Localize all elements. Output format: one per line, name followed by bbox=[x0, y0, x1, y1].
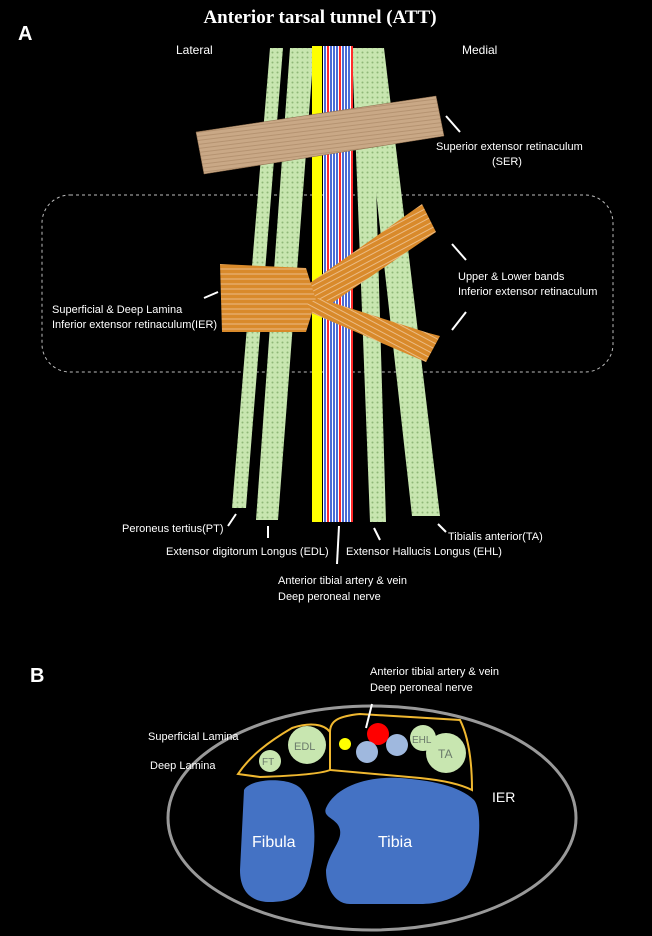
lamina-label-line1: Superficial & Deep Lamina bbox=[52, 304, 183, 316]
bands-label-line1: Upper & Lower bands bbox=[458, 271, 565, 283]
lamina-leader bbox=[203, 291, 219, 299]
pt-leader bbox=[227, 513, 237, 527]
ier-region-box bbox=[41, 194, 614, 373]
ta-circle bbox=[426, 733, 466, 773]
fibula-label: Fibula bbox=[252, 834, 296, 851]
ier-upper-band bbox=[300, 204, 436, 314]
vessels-b-line2: Deep peroneal nerve bbox=[370, 682, 473, 694]
ta-b-label: TA bbox=[438, 747, 452, 761]
deep-lamina-label: Deep Lamina bbox=[150, 760, 216, 772]
vessels-b-leader bbox=[365, 703, 373, 729]
panel-a-letter: A bbox=[18, 23, 32, 45]
vessels-b-line1: Anterior tibial artery & vein bbox=[370, 666, 499, 678]
fibula-bone bbox=[240, 780, 315, 902]
superficial-lamina-label: Superficial Lamina bbox=[148, 731, 239, 743]
ier-compartment-medial bbox=[329, 712, 474, 792]
pt-label: Peroneus tertius(PT) bbox=[122, 523, 223, 535]
tendon-ta bbox=[360, 48, 440, 516]
bands-leader-lower bbox=[451, 311, 467, 331]
tibia-label: Tibia bbox=[378, 834, 412, 851]
ser-label-line2: (SER) bbox=[492, 156, 522, 168]
bands-leader-upper bbox=[451, 243, 467, 261]
vessels-leader bbox=[336, 525, 340, 565]
ft-label: FT bbox=[262, 757, 274, 768]
medial-label: Medial bbox=[462, 43, 497, 57]
edl-b-label: EDL bbox=[294, 741, 315, 753]
ier-label: IER bbox=[492, 789, 515, 805]
lamina-label-line2: Inferior extensor retinaculum(IER) bbox=[52, 319, 217, 331]
ser-label-line1: Superior extensor retinaculum bbox=[436, 141, 583, 153]
panel-b-letter: B bbox=[30, 665, 44, 687]
bands-label-line2: Inferior extensor retinaculum bbox=[458, 286, 597, 298]
ier-lower-band-main bbox=[304, 298, 438, 362]
ehl-b-label: EHL bbox=[412, 735, 432, 746]
diagram-title: Anterior tarsal tunnel (ATT) bbox=[203, 7, 436, 28]
ehl-label: Extensor Hallucis Longus (EHL) bbox=[346, 546, 502, 558]
lateral-label: Lateral bbox=[176, 43, 213, 57]
tibia-bone bbox=[325, 777, 480, 904]
ier-compartment-lateral bbox=[236, 723, 331, 779]
vessels-label-line1: Anterior tibial artery & vein bbox=[278, 575, 407, 587]
ta-label: Tibialis anterior(TA) bbox=[448, 531, 543, 543]
tendon-ehl bbox=[352, 48, 386, 522]
vein-circle-left bbox=[356, 741, 378, 763]
ta-leader bbox=[437, 523, 447, 533]
superior-extensor-retinaculum bbox=[195, 95, 445, 175]
ier-lamina bbox=[220, 264, 316, 332]
artery-circle bbox=[367, 723, 389, 745]
ser-leader bbox=[445, 115, 461, 133]
ft-circle bbox=[259, 750, 281, 772]
vein-circle-right bbox=[386, 734, 408, 756]
vessels-label-line2: Deep peroneal nerve bbox=[278, 591, 381, 603]
edl-circle bbox=[288, 726, 326, 764]
edl-label: Extensor digitorum Longus (EDL) bbox=[166, 546, 329, 558]
nerve-circle bbox=[339, 738, 351, 750]
ehl-leader bbox=[373, 527, 381, 541]
